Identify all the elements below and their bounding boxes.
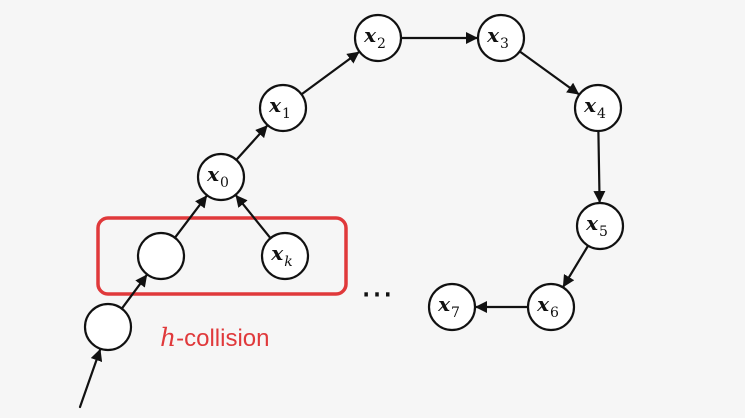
- node-label-sub: 0: [220, 175, 229, 191]
- node-label-sub: 2: [377, 36, 386, 52]
- node-label-var: x: [270, 241, 284, 265]
- edge-n_x3-to-n_x4: [519, 50, 580, 96]
- node-circle: [136, 231, 186, 281]
- node-circle: [353, 13, 403, 63]
- node-label-var: x: [536, 292, 550, 316]
- node-circle: [427, 282, 477, 332]
- edge-n_tail2-to-n_x0: [174, 195, 208, 238]
- collision-box: [96, 216, 348, 296]
- node-label-var: x: [583, 93, 597, 117]
- node-circle: [476, 13, 526, 63]
- edge-n_x4-to-n_x5: [593, 130, 606, 204]
- node-circle: [575, 201, 625, 251]
- edges: [78, 32, 606, 409]
- collision-label-text: -collision: [176, 325, 269, 352]
- node-label: x6: [536, 292, 559, 321]
- edge-n_xk-to-n_x0: [235, 194, 271, 239]
- node-label-sub: 4: [597, 106, 606, 122]
- node-circle: [573, 83, 623, 133]
- node-label: x5: [585, 211, 608, 240]
- node-circle: [260, 231, 310, 281]
- node-circle: [83, 302, 133, 352]
- node-label-var: x: [585, 211, 599, 235]
- node-label-sub: 3: [500, 36, 509, 52]
- node-x2: x2: [353, 13, 403, 63]
- node-label-sub: k: [284, 254, 292, 270]
- node-circle: [258, 83, 308, 133]
- node-label-var: x: [486, 23, 500, 47]
- node-label: x2: [363, 23, 386, 52]
- node-label-var: x: [363, 23, 377, 47]
- node-tail1: [83, 302, 133, 352]
- ellipsis: ···: [361, 275, 393, 315]
- node-circle: [526, 282, 576, 332]
- node-label-var: x: [206, 162, 220, 186]
- node-label: x4: [583, 93, 606, 122]
- node-x4: x4: [573, 83, 623, 133]
- node-label: x0: [206, 162, 229, 191]
- node-x7: x7: [427, 282, 477, 332]
- collision-label: h-collision: [160, 323, 269, 352]
- node-label-sub: 6: [550, 305, 559, 321]
- collision-label-h: h: [160, 323, 176, 352]
- edge-start-to-n_tail1: [78, 348, 103, 409]
- node-label-sub: 7: [451, 305, 460, 321]
- node-x3: x3: [476, 13, 526, 63]
- node-circle: [196, 152, 246, 202]
- node-x1: x1: [258, 83, 308, 133]
- node-xk: xk: [260, 231, 310, 281]
- node-label: x7: [437, 292, 460, 321]
- node-label-var: x: [268, 93, 282, 117]
- node-label: xk: [270, 241, 292, 270]
- node-label-sub: 1: [282, 106, 291, 122]
- node-x6: x6: [526, 282, 576, 332]
- edge-n_x1-to-n_x2: [301, 51, 360, 95]
- node-label: x1: [268, 93, 291, 122]
- edge-n_x0-to-n_x1: [235, 124, 269, 161]
- node-label-var: x: [437, 292, 451, 316]
- node-label: x3: [486, 23, 509, 52]
- node-x5: x5: [575, 201, 625, 251]
- edge-n_x5-to-n_x6: [562, 245, 589, 288]
- node-label-sub: 5: [599, 224, 608, 240]
- node-tail2: [136, 231, 186, 281]
- edge-n_tail1-to-n_tail2: [121, 274, 148, 309]
- node-x0: x0: [196, 152, 246, 202]
